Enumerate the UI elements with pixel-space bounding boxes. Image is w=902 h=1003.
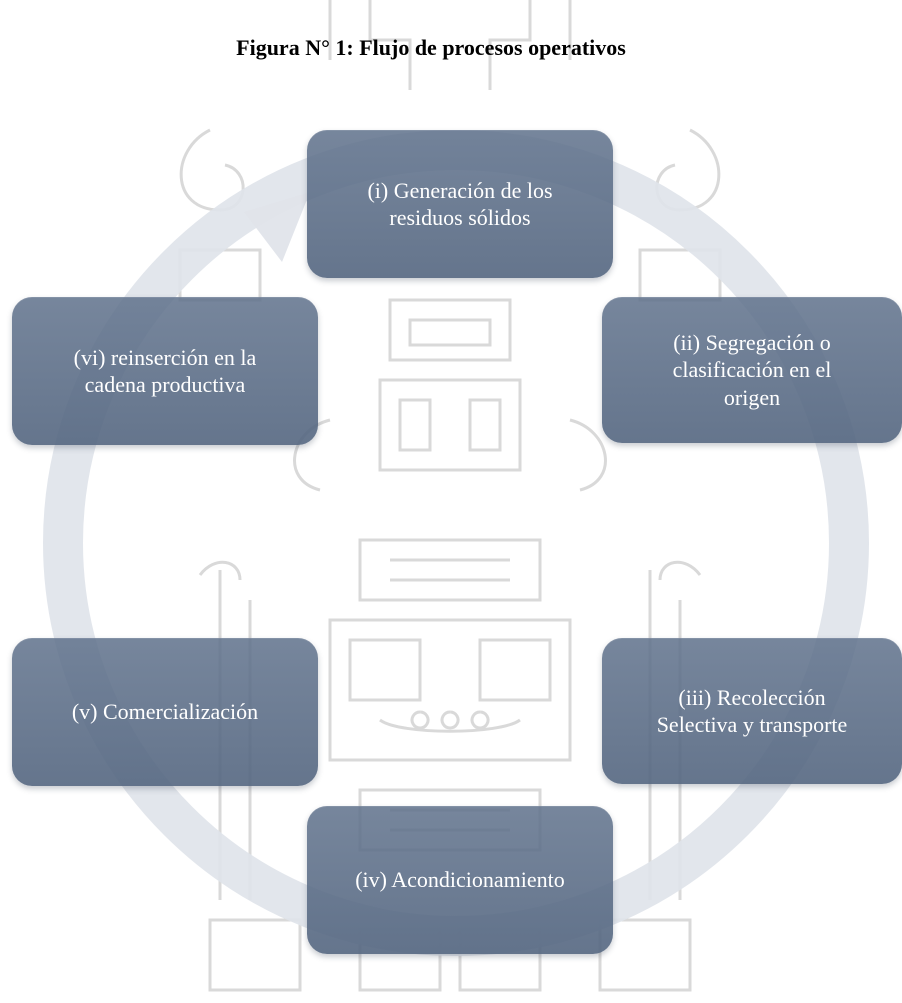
step-reinsertion-box: (vi) reinserción en la cadena productiva: [12, 297, 318, 445]
step-segregation-label: (ii) Segregación o clasificación en el o…: [672, 329, 832, 410]
figure-title: Figura N° 1: Flujo de procesos operativo…: [236, 35, 626, 60]
step-collection-label: (iii) Recolección Selectiva y transporte: [656, 684, 848, 738]
step-reinsertion-label: (vi) reinserción en la cadena productiva: [73, 344, 257, 398]
step-generation-box: (i) Generación de los residuos sólidos: [307, 130, 613, 278]
step-segregation-box: (ii) Segregación o clasificación en el o…: [602, 297, 902, 443]
step-conditioning-box: (iv) Acondicionamiento: [307, 806, 613, 954]
step-commercialization-label: (v) Comercialización: [71, 699, 259, 725]
step-commercialization-box: (v) Comercialización: [12, 638, 318, 786]
step-generation-label: (i) Generación de los residuos sólidos: [367, 177, 553, 231]
cycle-arrowhead-icon: [244, 192, 310, 262]
step-conditioning-label: (iv) Acondicionamiento: [355, 867, 565, 893]
step-collection-box: (iii) Recolección Selectiva y transporte: [602, 638, 902, 784]
